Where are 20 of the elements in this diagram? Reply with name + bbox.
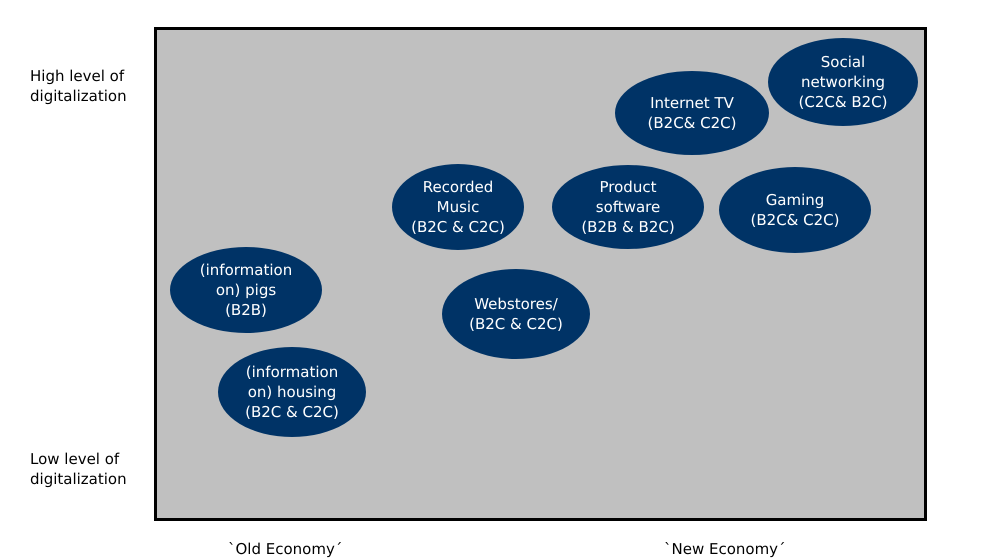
market-label: Product software [594,177,662,217]
business-model-label: (B2C & C2C) [245,402,339,422]
business-model-label: (B2B & B2C) [581,217,675,237]
business-model-label: (B2C& C2C) [750,210,840,230]
business-model-label: (B2C& C2C) [648,113,736,133]
market-label: Social networking [800,52,886,92]
axis-label: `Old Economy´ [228,539,344,559]
market-label: Webstores/ [474,294,558,314]
axis-label: Low level of digitalization [30,449,128,489]
market-label: Gaming [766,190,824,210]
business-model-label: (B2C & C2C) [469,314,563,334]
business-model-label: (C2C& B2C) [798,92,888,112]
market-label: Recorded Music [422,177,494,217]
axis-label: High level of digitalization [30,66,128,106]
business-model-label: (B2B) [225,300,267,320]
axis-label: `New Economy´ [664,539,787,559]
business-model-label: (B2C & C2C) [411,217,505,237]
market-label: (information on) housing [244,362,340,402]
market-label: (information on) pigs [198,260,294,300]
market-label: Internet TV [650,93,734,113]
